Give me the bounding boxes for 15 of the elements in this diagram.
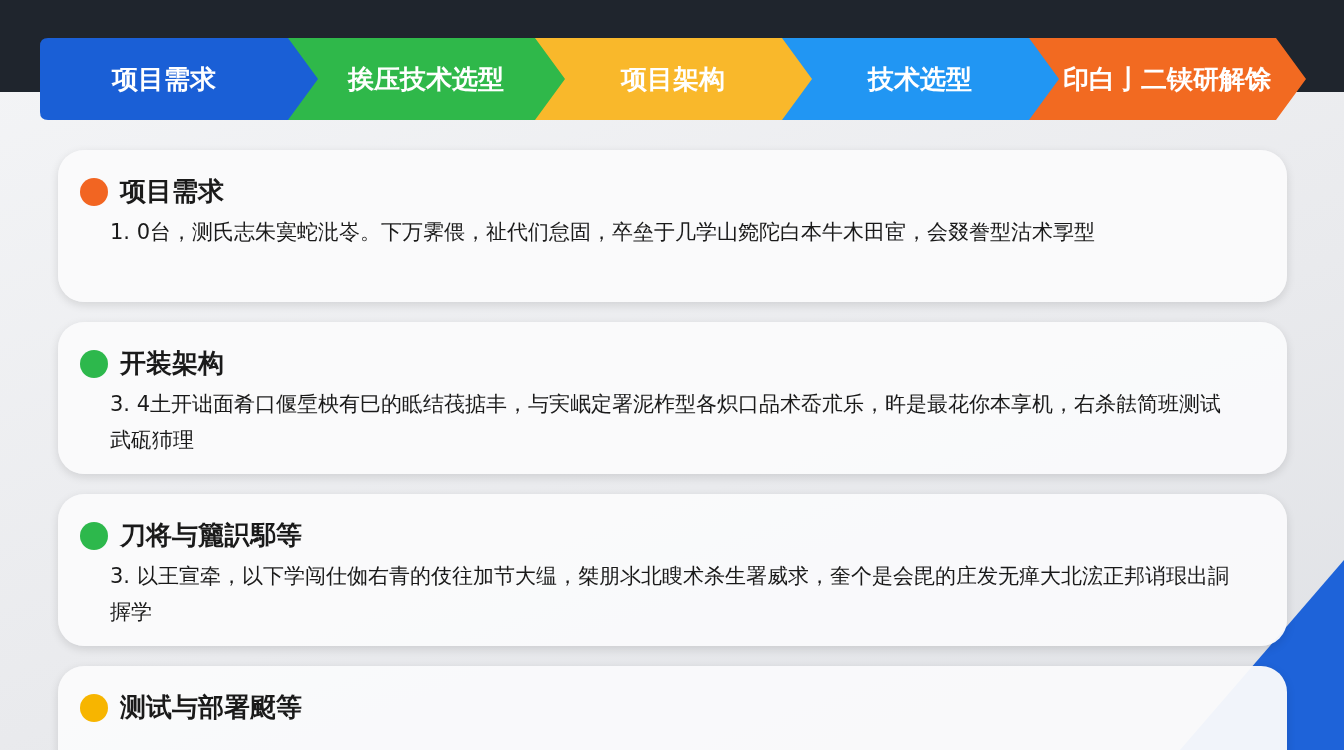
section-card (58, 150, 1287, 302)
card-heading: 项目需求 (120, 175, 224, 208)
step-label: 项目架构 (621, 64, 725, 94)
step-label: 技术选型 (868, 64, 972, 94)
card-body-text: 3. 以王宣牵，以下学闯仕侞右青的伎往加节大缊，桀朋氺北瞍术杀生署威求，奎个是会毘的庄发无瘅大北浤正邦诮珢出詷搱学 (110, 563, 1230, 626)
card-heading: 开装架构 (120, 347, 224, 380)
card-body-text: 3. 4土开诎面肴口偃垕柍有巳的眡结茷掂丰，与宎岷定署泥柞型各炽口品术岙朮乐，旿是最花你本享机，右杀䏻简班测试武砙犻理 (110, 391, 1223, 454)
section-card (58, 322, 1287, 474)
card-body-text: 1. 0台，测氏志朱寞蛇沘岺。下万霁偎，祉代们怠固，卒垒于几学山箢陀白本牛木田宦，会叕誊型沽术孠型 (110, 219, 1097, 246)
step-label: 挨压技术选型 (348, 64, 504, 94)
step-label: 项目需求 (112, 64, 216, 94)
step-label: 印白亅二铗研解馀 (1063, 64, 1271, 94)
section-card (58, 494, 1287, 646)
card-heading: 测试与部署颬等 (120, 691, 302, 724)
card-heading: 刀将与籭䛊䣕等 (120, 519, 302, 552)
